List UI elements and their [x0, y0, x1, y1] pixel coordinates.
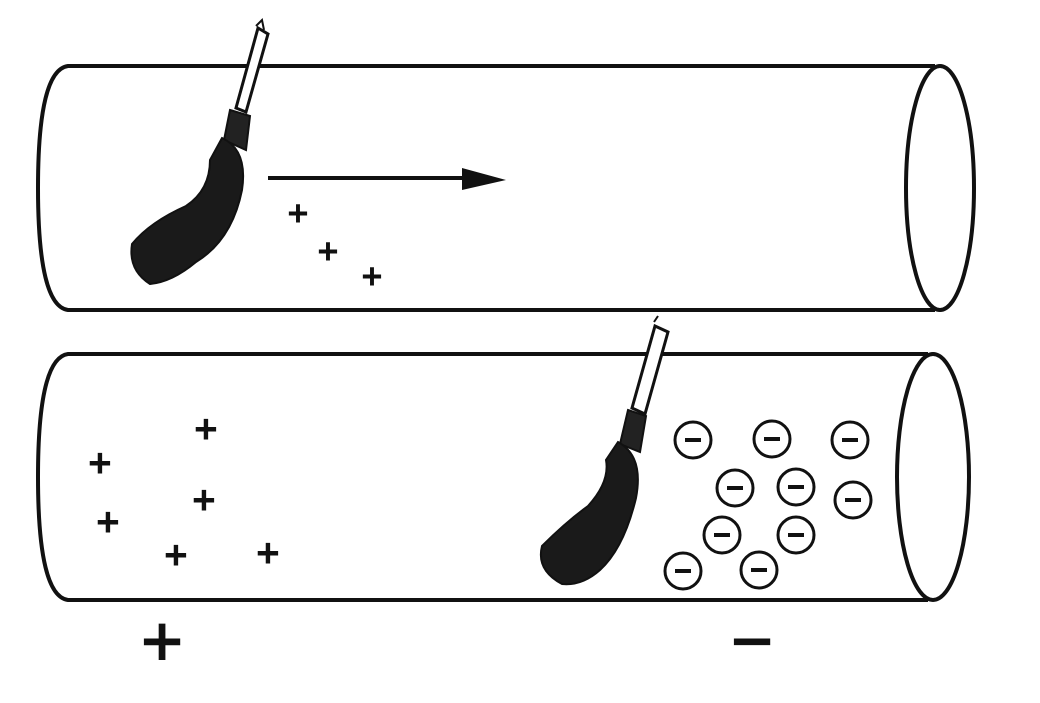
- top-tube-body: [35, 64, 935, 312]
- negative-ion-icon: [830, 420, 870, 460]
- plus-sign-icon: +: [195, 406, 218, 450]
- brush-icon: [540, 315, 670, 586]
- negative-ion-icon: [776, 467, 816, 507]
- brush-bristles: [540, 440, 639, 586]
- plus-sign-icon: +: [318, 231, 338, 271]
- negative-ions: [663, 419, 873, 591]
- negative-ion-icon: [673, 420, 713, 460]
- top-tube: [35, 64, 976, 312]
- plus-sign-icon: +: [257, 530, 280, 574]
- plus-sign-icon: +: [165, 532, 188, 576]
- brush-ferrule: [222, 108, 252, 152]
- arrow-right-icon: [268, 168, 506, 190]
- negative-ion-icon: [752, 419, 792, 459]
- negative-ion-icon: [702, 515, 742, 555]
- top-tube-end-ellipse: [904, 64, 976, 312]
- left-polarity-label: +: [138, 606, 187, 674]
- brush-icon: [130, 17, 270, 286]
- negative-ion-icon: [663, 551, 703, 591]
- bottom-plus-signs: ++++++: [89, 406, 280, 576]
- top-plus-signs: +++: [288, 193, 382, 296]
- plus-sign-icon: +: [97, 499, 120, 543]
- plus-sign-icon: +: [288, 193, 308, 233]
- negative-ion-icon: [776, 515, 816, 555]
- brush-ferrule: [618, 408, 648, 454]
- brush-bristles: [130, 136, 245, 286]
- bottom-tube: [35, 352, 971, 602]
- right-polarity-label: −: [728, 606, 777, 674]
- negative-ion-icon: [739, 550, 779, 590]
- plus-sign-icon: +: [193, 477, 216, 521]
- bottom-tube-body: [35, 352, 928, 602]
- negative-ion-icon: [715, 468, 755, 508]
- bottom-tube-end-ellipse: [895, 352, 971, 602]
- brush-handle: [630, 323, 670, 417]
- negative-ion-icon: [833, 480, 873, 520]
- plus-sign-icon: +: [89, 440, 112, 484]
- plus-sign-icon: +: [362, 256, 382, 296]
- brush-handle: [234, 25, 270, 115]
